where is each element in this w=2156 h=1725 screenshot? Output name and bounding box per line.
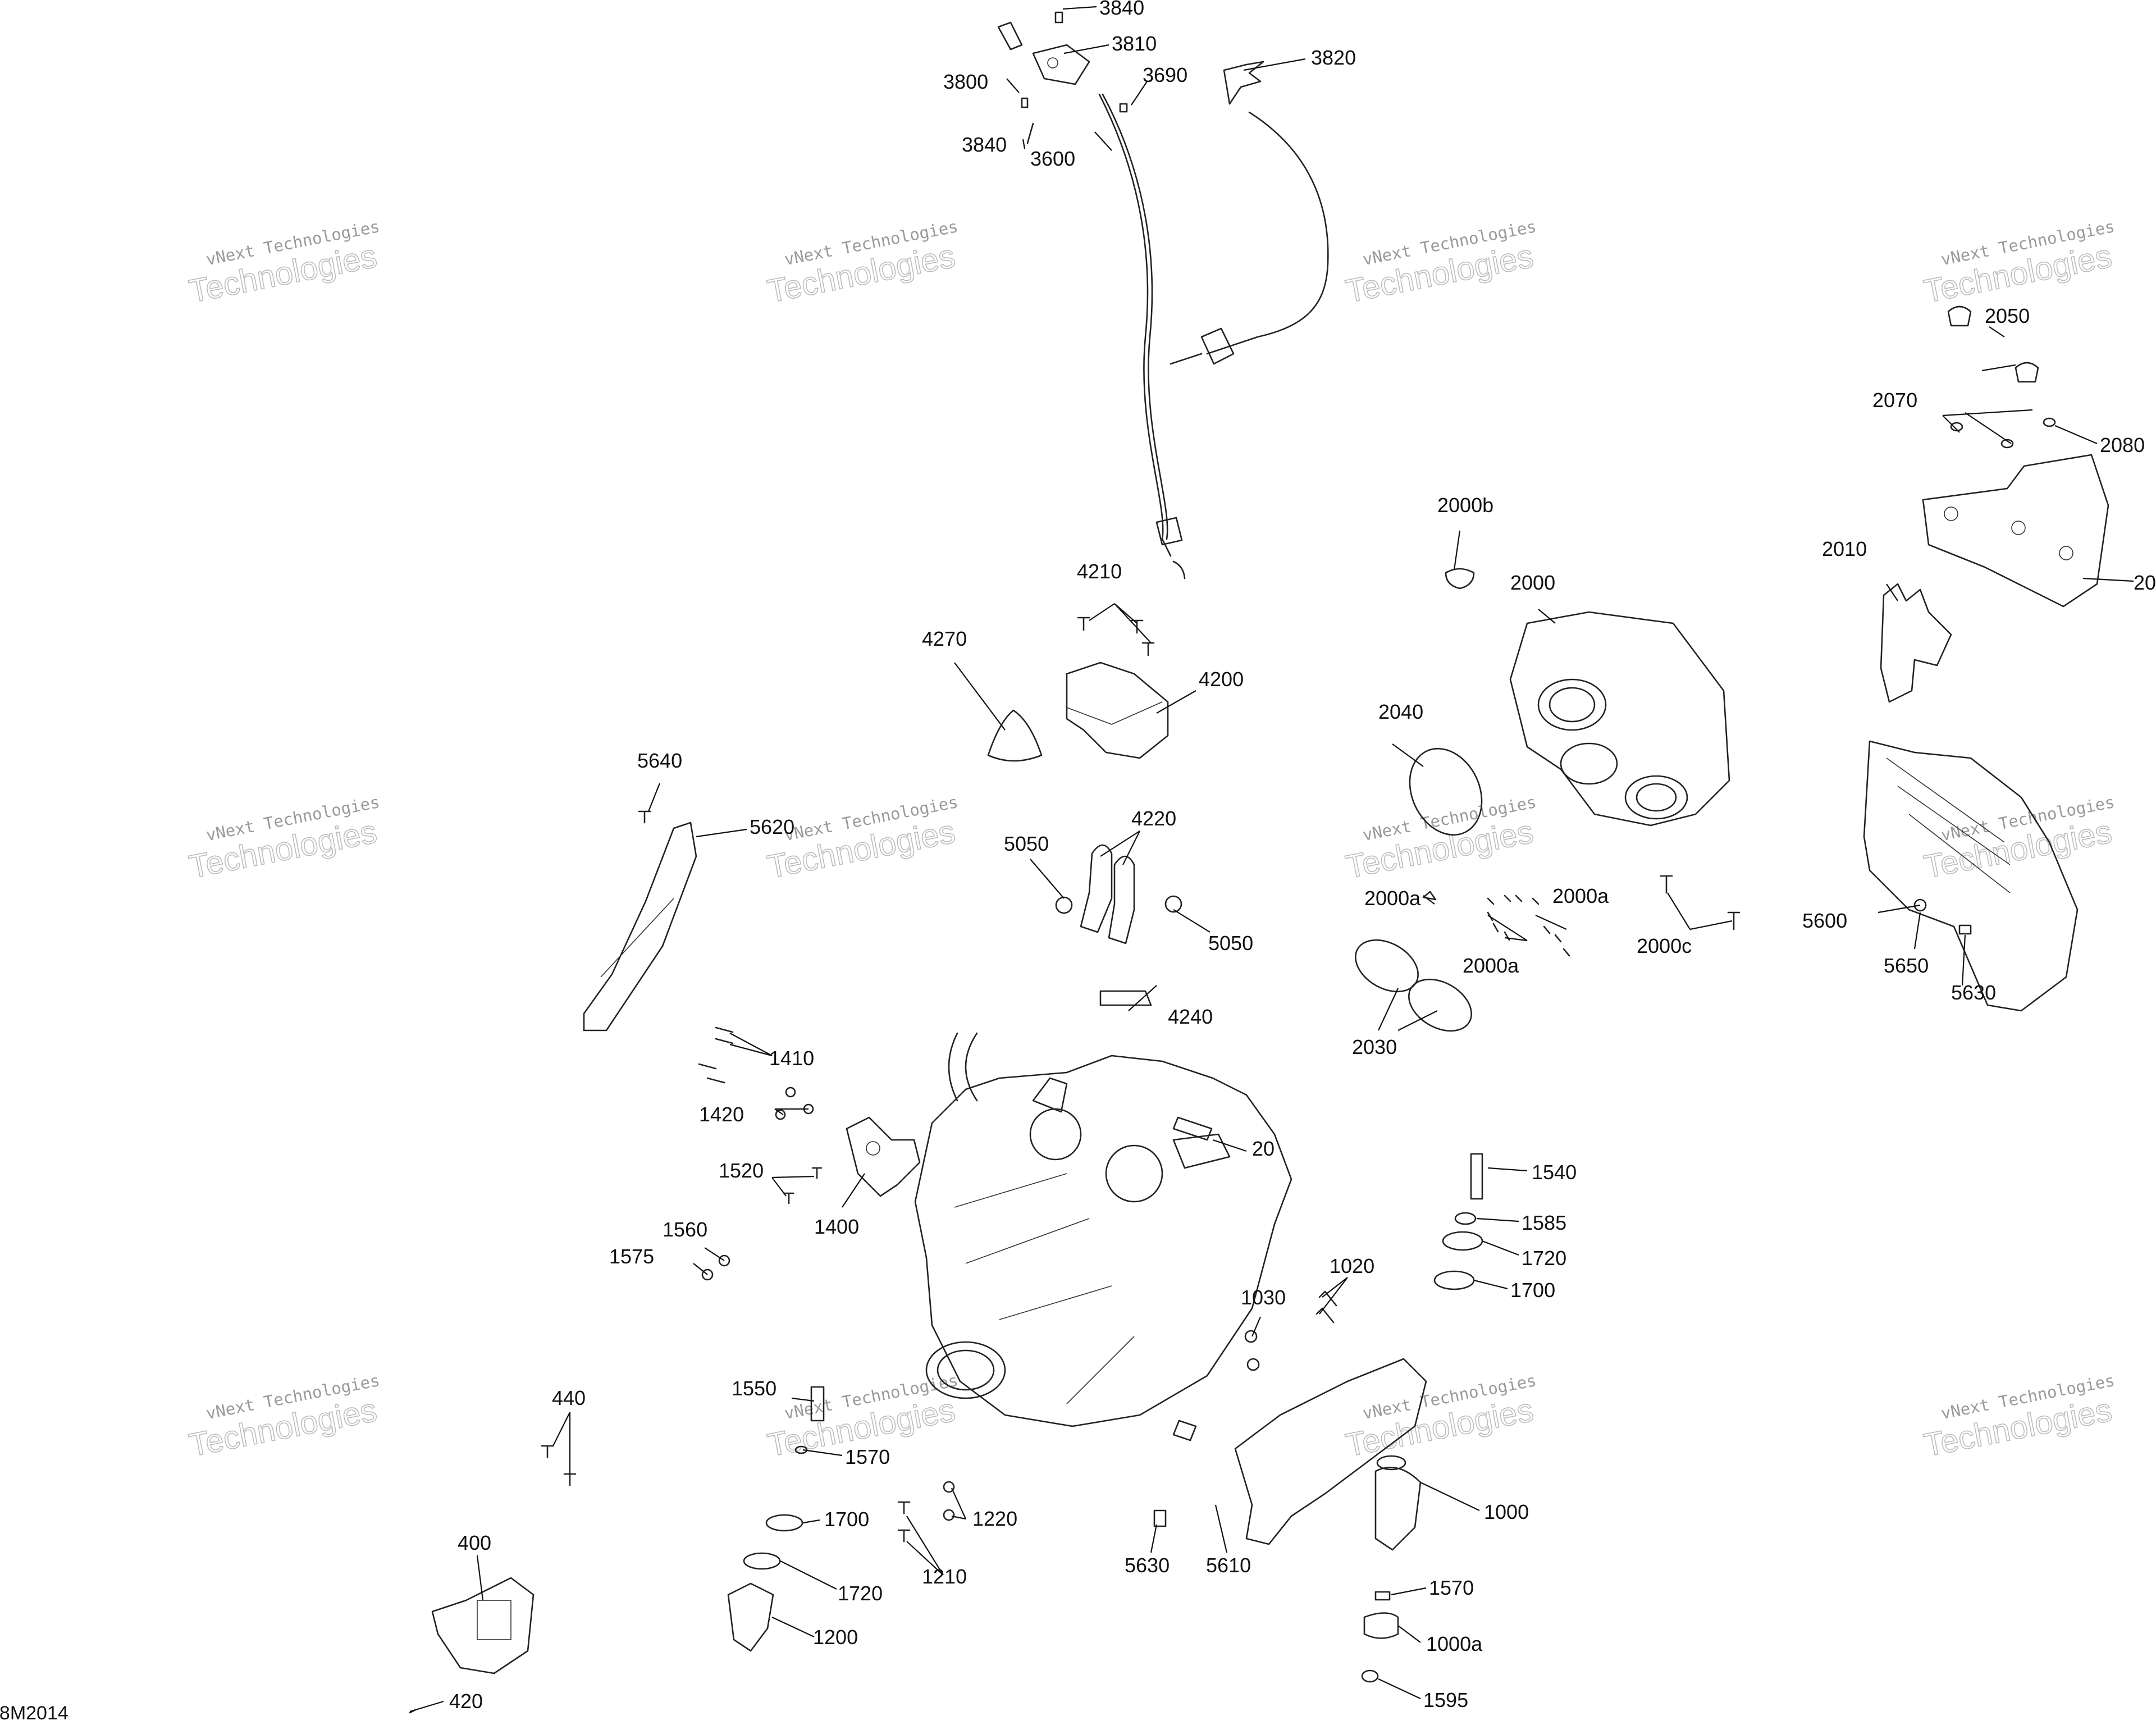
watermark: vNext Technologies Technologies — [1921, 792, 2116, 886]
callout-2000: 2000 — [1510, 571, 1555, 594]
heat-shield-right — [1863, 740, 2079, 1012]
callout-3810: 3810 — [1112, 32, 1157, 55]
callout-2010: 2010 — [1822, 537, 1867, 560]
watermark: vNext Technologies Technologies — [1342, 792, 1538, 886]
callout-1520: 1520 — [719, 1159, 764, 1182]
callout-1210: 1210 — [922, 1565, 967, 1588]
callout-2050: 2050 — [1985, 304, 2030, 327]
hoses-clips — [1055, 844, 1182, 1006]
callout-440: 440 — [552, 1386, 586, 1409]
callout-4240: 4240 — [1168, 1005, 1213, 1028]
callout-4220: 4220 — [1131, 807, 1176, 830]
watermark: vNext Technologies Technologies — [1921, 1371, 2116, 1464]
callout-3800: 3800 — [943, 70, 988, 93]
callout-1420: 1420 — [699, 1103, 744, 1126]
callout-5050-right: 5050 — [1208, 932, 1253, 955]
callout-1550: 1550 — [732, 1377, 776, 1400]
callout-5600: 5600 — [1802, 909, 1847, 932]
callout-1030: 1030 — [1241, 1286, 1286, 1309]
ecu-module — [987, 617, 1169, 762]
watermark: vNext Technologies Technologies — [1342, 1371, 1538, 1464]
callout-5630-left: 5630 — [1125, 1554, 1170, 1577]
callout-5620: 5620 — [750, 815, 794, 838]
callout-2000a-left: 2000a — [1364, 887, 1421, 910]
callout-1540: 1540 — [1532, 1161, 1577, 1184]
callout-1575: 1575 — [609, 1245, 654, 1268]
callout-labels: 3840 3810 3690 3800 3840 3600 3820 2050 … — [449, 0, 2156, 1713]
callout-1700-right: 1700 — [1510, 1279, 1555, 1302]
watermark: vNext Technologies Technologies — [1921, 217, 2116, 311]
watermark: vNext Technologies Technologies — [764, 217, 960, 311]
callout-420: 420 — [449, 1690, 483, 1713]
callout-2000b: 2000b — [1437, 494, 1493, 517]
right-side-hardware — [1244, 1153, 1483, 1371]
callout-1560: 1560 — [663, 1218, 707, 1241]
callout-400: 400 — [458, 1531, 491, 1554]
callout-1570-left: 1570 — [845, 1445, 890, 1468]
part-drawings — [409, 11, 2109, 1714]
callout-1720-right: 1720 — [1522, 1247, 1566, 1270]
clamps — [1355, 747, 1741, 1032]
callout-2080: 2080 — [2100, 433, 2145, 457]
callout-1595: 1595 — [1423, 1689, 1468, 1712]
watermark: vNext Technologies Technologies — [186, 1371, 381, 1464]
callout-5650: 5650 — [1884, 954, 1929, 977]
callout-1220: 1220 — [972, 1507, 1017, 1530]
left-panel — [583, 810, 697, 1032]
callout-3840-lower: 3840 — [962, 133, 1007, 156]
leader-lines — [409, 6, 2134, 1713]
callout-1200: 1200 — [813, 1626, 858, 1649]
callout-2070: 2070 — [1872, 389, 1917, 412]
lower-left-hardware — [727, 1386, 955, 1652]
airbox — [1445, 568, 1730, 827]
callout-4200: 4200 — [1199, 668, 1244, 691]
watermarks: vNext Technologies Technologies vNext Te… — [186, 217, 2116, 1464]
right-top-hardware — [1880, 305, 2109, 703]
callout-3690: 3690 — [1143, 63, 1187, 86]
callout-5640: 5640 — [637, 749, 682, 772]
callout-1020: 1020 — [1330, 1254, 1374, 1277]
callout-2000a-right: 2000a — [1552, 884, 1609, 907]
throttle-cable-assembly — [997, 11, 1329, 579]
watermark: vNext Technologies Technologies — [1342, 217, 1538, 311]
callout-3820: 3820 — [1311, 46, 1356, 69]
callout-1000a: 1000a — [1426, 1632, 1483, 1655]
pin-20 — [1172, 1116, 1213, 1141]
callout-2000a-middle: 2000a — [1463, 954, 1519, 977]
watermark: vNext Technologies Technologies — [186, 792, 381, 886]
heat-shield-lower — [1153, 1358, 1427, 1683]
callout-20-edge: 20 — [2134, 571, 2156, 594]
callout-4270: 4270 — [922, 627, 967, 650]
callout-3840: 3840 — [1099, 0, 1144, 19]
callout-5610: 5610 — [1206, 1554, 1251, 1577]
callout-1585: 1585 — [1522, 1211, 1566, 1234]
callout-5630-right: 5630 — [1951, 981, 1996, 1004]
callout-1000: 1000 — [1484, 1500, 1529, 1523]
engine-block — [914, 1032, 1292, 1441]
callout-2040: 2040 — [1378, 700, 1423, 723]
callout-1400: 1400 — [814, 1215, 859, 1238]
callout-1410: 1410 — [769, 1047, 814, 1070]
callout-3600: 3600 — [1030, 147, 1075, 170]
callout-1700-left: 1700 — [824, 1508, 869, 1531]
engine-mount-1400 — [698, 1026, 921, 1281]
callout-4210: 4210 — [1077, 560, 1122, 583]
watermark: vNext Technologies Technologies — [186, 217, 381, 311]
callout-20: 20 — [1252, 1137, 1275, 1160]
callout-1570-right: 1570 — [1429, 1576, 1474, 1599]
callout-1720-left: 1720 — [838, 1582, 883, 1605]
callout-2030: 2030 — [1352, 1035, 1397, 1058]
callout-5050-left: 5050 — [1004, 832, 1049, 855]
callout-2000c: 2000c — [1637, 934, 1692, 957]
rear-mount — [409, 1445, 577, 1714]
watermark: vNext Technologies Technologies — [764, 792, 960, 886]
